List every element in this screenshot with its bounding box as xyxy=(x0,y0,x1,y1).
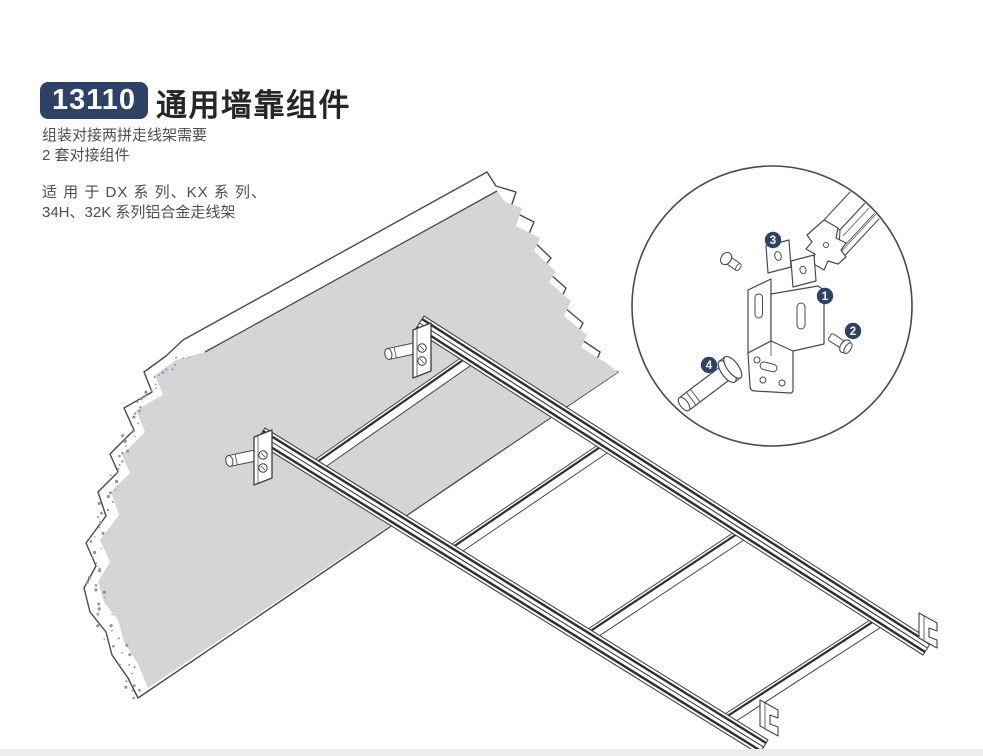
wall-anchor-bracket-far xyxy=(384,322,432,379)
flange-bolt xyxy=(828,333,853,354)
screw-small-icon xyxy=(719,251,742,272)
anchor-bolt xyxy=(225,450,257,467)
l-bracket xyxy=(747,278,825,394)
footer-band xyxy=(0,749,983,756)
rail-end-profile xyxy=(759,699,779,737)
part-badge-2-number: 2 xyxy=(850,326,856,338)
ladder-rung xyxy=(724,610,890,726)
part-badge-3: 3 xyxy=(764,231,782,249)
part-badge-4: 4 xyxy=(700,356,718,374)
part-badge-1-number: 1 xyxy=(822,291,829,303)
part-badge-4-number: 4 xyxy=(706,360,713,372)
page-title: 通用墙靠组件 xyxy=(156,88,351,123)
part-badge-1: 1 xyxy=(816,287,834,305)
part-badge-2: 2 xyxy=(844,322,862,340)
cable-ladder xyxy=(225,315,938,755)
description-line: 2 套对接组件 xyxy=(42,147,130,164)
applicability-line: 适 用 于 DX 系 列、KX 系 列、 xyxy=(42,184,268,201)
rail-end-profile xyxy=(918,612,938,649)
anchor-bolt xyxy=(384,343,416,360)
part-badge-3-number: 3 xyxy=(770,235,776,247)
wall-anchor-bracket-near xyxy=(225,429,273,486)
product-code: 13110 xyxy=(51,84,137,116)
torn-edge-stipple xyxy=(85,356,190,700)
applicability-text: 适 用 于 DX 系 列、KX 系 列、 34H、32K 系列铝合金走线架 xyxy=(42,183,267,223)
applicability-line: 34H、32K 系列铝合金走线架 xyxy=(42,204,236,221)
expansion-anchor xyxy=(677,355,743,412)
description-text: 组装对接两拼走线架需要 2 套对接组件 xyxy=(42,126,207,166)
ladder-rail-near xyxy=(255,427,779,755)
wall-top-band-edge xyxy=(204,190,498,353)
product-code-badge: 13110 xyxy=(40,82,148,119)
detail-callout: 3 1 2 4 xyxy=(631,165,913,447)
nut-plate xyxy=(790,254,817,288)
ladder-rail-far xyxy=(414,315,938,656)
ladder-rung xyxy=(587,522,754,641)
description-line: 组装对接两拼走线架需要 xyxy=(42,127,208,144)
